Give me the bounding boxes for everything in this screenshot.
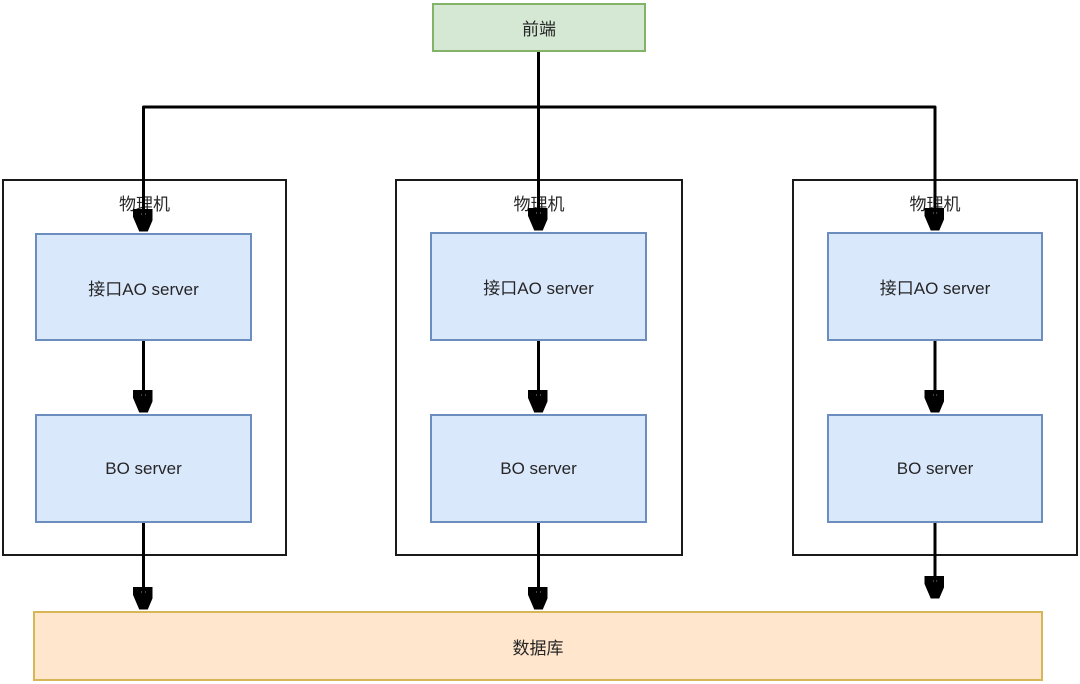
physical-machine-label-3: 物理机 bbox=[909, 195, 961, 214]
ao-server-label-3: 接口AO server bbox=[879, 279, 991, 298]
bo-server-label-1: BO server bbox=[105, 458, 182, 478]
ao-server-node-3: 接口AO server bbox=[827, 232, 1043, 341]
ao-server-node-1: 接口AO server bbox=[35, 233, 252, 341]
frontend-node: 前端 bbox=[432, 3, 646, 52]
frontend-label: 前端 bbox=[522, 20, 556, 39]
bo-server-label-3: BO server bbox=[896, 458, 974, 478]
ao-server-label-2: 接口AO server bbox=[483, 279, 594, 298]
database-label: 数据库 bbox=[512, 638, 564, 658]
physical-machine-label-2: 物理机 bbox=[513, 195, 565, 214]
bo-server-node-3: BO server bbox=[827, 414, 1043, 523]
bo-server-node-1: BO server bbox=[35, 414, 252, 523]
database-node: 数据库 bbox=[33, 611, 1043, 681]
bo-server-node-2: BO server bbox=[430, 414, 647, 523]
ao-server-node-2: 接口AO server bbox=[430, 232, 647, 341]
bo-server-label-2: BO server bbox=[500, 458, 577, 478]
ao-server-label-1: 接口AO server bbox=[88, 279, 199, 299]
physical-machine-label-1: 物理机 bbox=[119, 195, 170, 214]
